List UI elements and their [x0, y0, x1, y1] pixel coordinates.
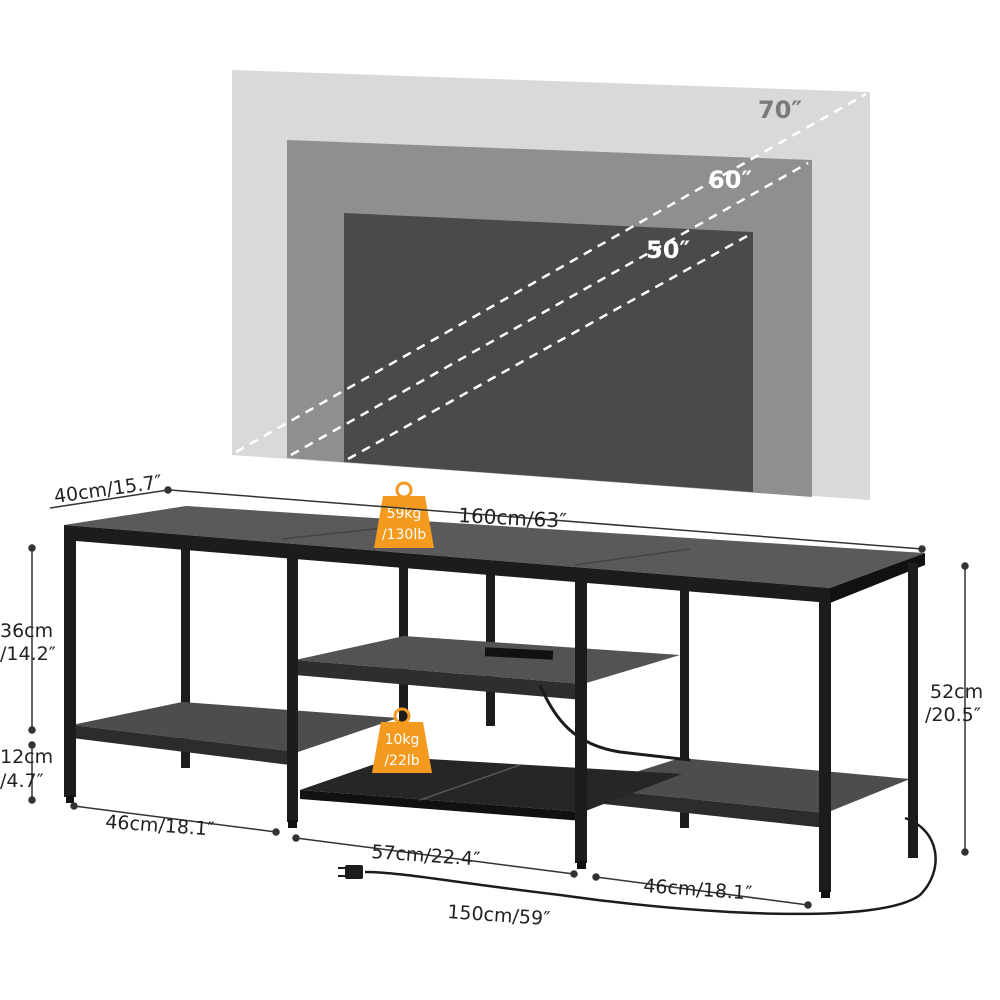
- height-bottom-end: [28, 796, 36, 804]
- load-tag-top-line1: 59kg: [387, 506, 422, 522]
- power-cable: [538, 684, 691, 762]
- tabletop-surface: [64, 506, 925, 588]
- mesh-divider: [419, 764, 521, 801]
- bottom-height-label-in: /4.7″: [0, 770, 44, 792]
- tag-hook: [395, 481, 413, 499]
- height-bottom-start: [28, 741, 36, 749]
- height-top-end: [28, 726, 36, 734]
- width-line: [169, 489, 923, 550]
- left-section-line: [73, 805, 277, 833]
- top-height-label-in: /14.2″: [0, 643, 56, 665]
- total-height-end: [961, 848, 969, 856]
- left-section-label: 46cm/18.1″: [105, 811, 215, 841]
- right-section-label: 46cm/18.1″: [643, 875, 753, 905]
- mesh-shelf-edge: [300, 790, 583, 821]
- plug-icon: [345, 865, 363, 879]
- width-end: [918, 545, 926, 553]
- bottom-shelf-left-edge: [72, 725, 298, 766]
- load-tag-bottom-line2: /22lb: [384, 753, 419, 769]
- middle-shelf-edge: [295, 660, 583, 700]
- tv-70-label: 70″: [758, 96, 802, 124]
- dimension-lines: [28, 486, 969, 909]
- back-leg-left: [181, 546, 190, 768]
- cable-length-label: 150cm/59″: [447, 901, 551, 930]
- tv-50-screen: [344, 213, 753, 492]
- bottom-shelf-right-edge: [585, 788, 826, 828]
- middle-section-line: [295, 837, 575, 875]
- weight-icon: [372, 722, 432, 773]
- middle-section-end: [570, 870, 578, 878]
- total-height-label-cm: 52cm: [930, 681, 983, 703]
- middle-section-start: [292, 834, 300, 842]
- top-height-label-cm: 36cm: [0, 620, 53, 642]
- tv-stand: [64, 506, 925, 898]
- load-tag-bottom-line1: 10kg: [385, 732, 420, 748]
- front-leg-right: [819, 597, 831, 892]
- width-label: 160cm/63″: [458, 503, 567, 533]
- back-leg-right: [680, 585, 689, 828]
- cable-line: [364, 816, 937, 916]
- tv-50-label: 50″: [646, 236, 690, 264]
- left-section-end: [272, 828, 280, 836]
- foot-mid-left: [288, 820, 297, 828]
- load-tag-bottom: 10kg /22lb: [372, 707, 432, 773]
- depth-label: 40cm/15.7″: [53, 471, 164, 508]
- load-tag-top: 59kg /130lb: [374, 481, 434, 548]
- foot-mid-right: [577, 861, 586, 869]
- foot-left: [66, 795, 74, 803]
- total-height-label-in: /20.5″: [925, 704, 981, 726]
- load-tag-top-line2: /130lb: [382, 527, 426, 543]
- tv-70-diagonal: [235, 92, 867, 454]
- height-top-start: [28, 544, 36, 552]
- left-section-start: [70, 802, 78, 810]
- side-leg-right: [908, 563, 918, 858]
- right-section-start: [592, 873, 600, 881]
- foot-right: [821, 890, 830, 898]
- front-leg-mid-left: [287, 552, 298, 822]
- tv-size-comparison: 70″ 60″ 50″: [232, 70, 870, 500]
- tv-50-diagonal: [347, 233, 750, 461]
- tv-60-diagonal: [290, 161, 809, 457]
- front-leg-left: [64, 535, 76, 797]
- tv-60-label: 60″: [708, 166, 752, 194]
- front-leg-mid-right: [575, 575, 587, 863]
- bottom-shelf-left: [72, 702, 398, 752]
- middle-section-label: 57cm/22.4″: [371, 841, 481, 871]
- tabletop-seam-2: [574, 548, 691, 566]
- right-section-line: [595, 876, 809, 906]
- power-outlet: [484, 647, 554, 660]
- bottom-height-label-cm: 12cm: [0, 746, 53, 768]
- total-height-start: [961, 562, 969, 570]
- depth-line: [49, 489, 169, 509]
- cable-and-plug: [338, 816, 937, 916]
- tabletop-side-edge: [830, 553, 925, 603]
- right-section-end: [804, 901, 812, 909]
- tabletop-front-edge: [64, 525, 830, 603]
